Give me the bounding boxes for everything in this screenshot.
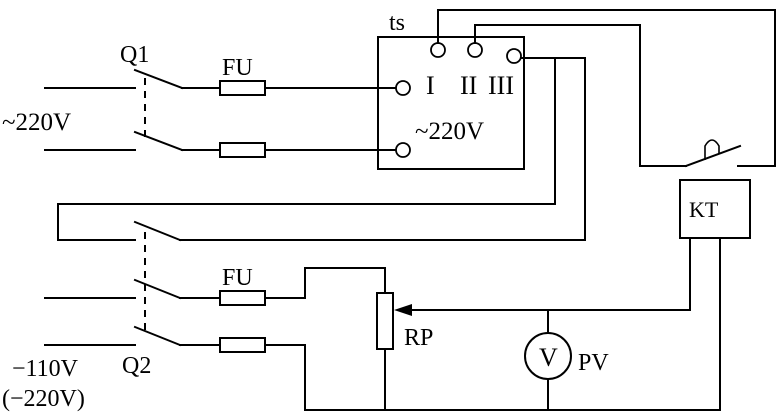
label-ac-supply: ~220V	[2, 109, 71, 136]
timer-tester-ts	[377, 36, 525, 170]
relay-kt	[679, 179, 751, 411]
ts-box	[377, 36, 525, 170]
q1-blade-top	[133, 68, 184, 90]
ts-terminal-1	[430, 42, 446, 58]
kt-delay-symbol	[704, 139, 720, 160]
kt-box	[679, 179, 751, 239]
wire-terminal-3-to-q2	[179, 57, 586, 241]
wire-fu-to-rp-top	[264, 267, 386, 299]
ac-supply-section	[44, 68, 397, 158]
dc-supply-section	[44, 220, 721, 411]
label-kt: KT	[689, 197, 719, 222]
label-pv-symbol: V	[539, 343, 558, 372]
q2-blade-3	[133, 325, 182, 347]
label-q2: Q2	[122, 353, 151, 379]
label-ts: ts	[389, 10, 405, 36]
ts-terminal-2	[467, 42, 483, 58]
q2-blade-2	[133, 278, 182, 300]
label-fu-dc: FU	[222, 265, 253, 291]
ts-input-terminal-top	[395, 80, 411, 96]
fuse-fu-ac-bottom	[219, 142, 266, 158]
fuse-fu-dc-bottom	[219, 337, 266, 353]
fuse-fu-ac-top	[219, 80, 266, 96]
label-tap-1: I	[426, 71, 435, 100]
label-dc-supply-alt: (−220V)	[2, 386, 85, 412]
q2-blade-1	[133, 220, 182, 242]
potentiometer-rp	[376, 292, 691, 411]
rp-wiper-arrow	[394, 304, 412, 316]
q1-blade-bottom	[133, 130, 184, 152]
label-ts-input: ~220V	[415, 118, 484, 145]
wire-fu-to-bottom-rail	[264, 344, 721, 411]
rp-body	[376, 292, 394, 350]
wire-terminal-1-to-kt-contact	[437, 9, 776, 167]
voltmeter-pv	[524, 309, 572, 411]
wire-loop-to-q2	[57, 57, 556, 241]
ts-input-terminal-bottom	[395, 142, 411, 158]
label-q1: Q1	[120, 42, 149, 68]
fuse-fu-dc-top	[219, 290, 266, 306]
label-tap-2: II	[460, 71, 477, 100]
kt-delay-contact	[684, 139, 742, 168]
label-rp: RP	[404, 325, 433, 351]
label-fu-ac: FU	[222, 55, 253, 81]
label-pv: PV	[578, 350, 609, 376]
label-dc-supply: −110V	[12, 356, 79, 382]
wire-terminal-2-to-kt-contact	[474, 24, 687, 167]
label-tap-3: III	[488, 71, 514, 100]
ts-terminal-3	[506, 48, 522, 64]
kt-contact-blade	[684, 144, 742, 168]
